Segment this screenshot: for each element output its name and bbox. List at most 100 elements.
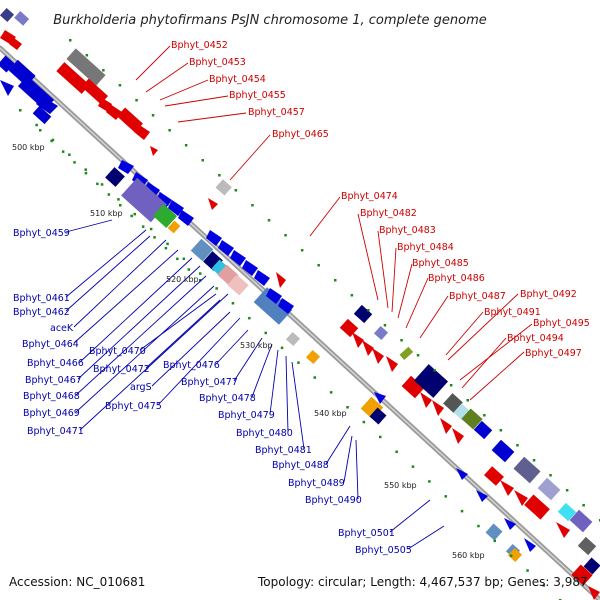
tick-dot (400, 339, 403, 342)
chromosome-backbone-inner (0, 47, 600, 600)
gene-label-red: Bphyt_0483 (379, 225, 436, 236)
gene-feature (556, 522, 570, 538)
gene-feature (144, 182, 160, 198)
kbp-label: 510 kbp (90, 209, 123, 218)
gene-feature (215, 179, 232, 196)
gene-label-red: Bphyt_0494 (507, 333, 564, 344)
tick-dot (69, 39, 72, 42)
gene-label-blue: Bphyt_0478 (199, 393, 256, 404)
leader-line (285, 355, 289, 433)
tick-dot (151, 114, 155, 117)
gene-feature (305, 349, 321, 365)
gene-feature (208, 198, 218, 210)
gene-label-blue: Bphyt_0466 (27, 358, 84, 369)
tick-dot (19, 109, 22, 112)
gene-feature (105, 167, 125, 187)
gene-feature (9, 38, 22, 50)
gene-feature (134, 124, 150, 140)
gene-feature (56, 62, 90, 94)
tick-dot (350, 294, 354, 297)
tick-dot (187, 268, 191, 271)
gene-label-blue: Bphyt_0505 (355, 545, 412, 556)
tick-dot (96, 182, 99, 186)
leader-line (405, 277, 429, 329)
gene-label-blue: Bphyt_0462 (13, 307, 70, 318)
gene-feature (557, 502, 577, 522)
gene-feature (362, 340, 374, 356)
gene-label-blue: Bphyt_0459 (13, 228, 70, 239)
gene-feature (461, 408, 483, 430)
tick-dot (218, 174, 221, 177)
kbp-label: 530 kbp (240, 341, 273, 350)
leader-line (355, 439, 359, 500)
tick-dot (317, 264, 320, 267)
tick-dot (73, 161, 76, 164)
gene-label-blue: Bphyt_0489 (288, 478, 345, 489)
tick-dot (130, 214, 133, 218)
tick-dot (379, 435, 382, 439)
tick-dot (176, 257, 179, 261)
gene-feature (353, 304, 373, 324)
tick-dot (85, 54, 89, 57)
gene-label-blue: Bphyt_0501 (338, 528, 395, 539)
tick-dot (433, 369, 436, 372)
tick-dot (61, 150, 65, 153)
gene-label-red: Bphyt_0497 (525, 348, 582, 359)
gene-feature (484, 466, 504, 486)
tick-dot (267, 219, 271, 222)
gene-label-blue: Bphyt_0470 (89, 346, 146, 357)
gene-feature (167, 220, 181, 234)
tick-dot (166, 242, 169, 246)
leader-line (291, 361, 305, 450)
gene-label-blue: Bphyt_0488 (272, 460, 329, 471)
tick-dot (280, 346, 284, 350)
tick-dot (100, 183, 104, 186)
tick-dot (35, 123, 38, 127)
tick-dot (313, 376, 316, 379)
tick-dot (50, 139, 53, 143)
tick-dot (532, 459, 536, 462)
gene-label-red: Bphyt_0452 (171, 40, 228, 51)
gene-feature (583, 557, 600, 575)
gene-feature (569, 509, 593, 533)
gene-label-red: Bphyt_0486 (428, 273, 485, 284)
gene-features (0, 7, 600, 600)
gene-label-red: Bphyt_0465 (272, 129, 329, 140)
gene-label-red: Bphyt_0495 (533, 318, 590, 329)
tick-dot (477, 524, 480, 528)
gene-label-blue: Bphyt_0468 (23, 391, 80, 402)
kbp-label: 550 kbp (384, 481, 417, 490)
leader-line (391, 247, 397, 313)
leader-line (77, 265, 201, 380)
gene-feature (524, 538, 536, 552)
tick-dot (133, 212, 136, 216)
gene-feature (577, 536, 597, 556)
gene-feature (117, 107, 143, 133)
gene-feature (373, 325, 389, 341)
gene-feature (399, 346, 414, 360)
gene-label-red: Bphyt_0482 (360, 208, 417, 219)
gene-label-blue: aceK (50, 323, 74, 334)
tick-dot (565, 489, 569, 492)
gene-feature (372, 348, 384, 364)
gene-feature (491, 439, 515, 463)
tick-dot (549, 474, 552, 477)
gene-feature (36, 96, 58, 114)
tick-dot (362, 420, 366, 424)
leader-line (145, 62, 189, 93)
leader-line (445, 311, 484, 356)
gene-feature (476, 490, 488, 502)
tick-dot (231, 302, 235, 305)
gene-label-red: Bphyt_0491 (484, 307, 541, 318)
gene-feature (485, 523, 503, 541)
leader-line (215, 329, 249, 365)
gene-feature (386, 356, 398, 372)
map-title: Burkholderia phytofirmans PsJN chromosom… (53, 13, 487, 28)
tick-dot (509, 554, 513, 557)
tick-dot (184, 144, 188, 147)
tick-dot (118, 84, 122, 87)
gene-label-red: Bphyt_0454 (209, 74, 266, 85)
gene-label-red: Bphyt_0484 (397, 242, 454, 253)
leader-line (251, 343, 273, 398)
gene-feature (254, 270, 270, 286)
